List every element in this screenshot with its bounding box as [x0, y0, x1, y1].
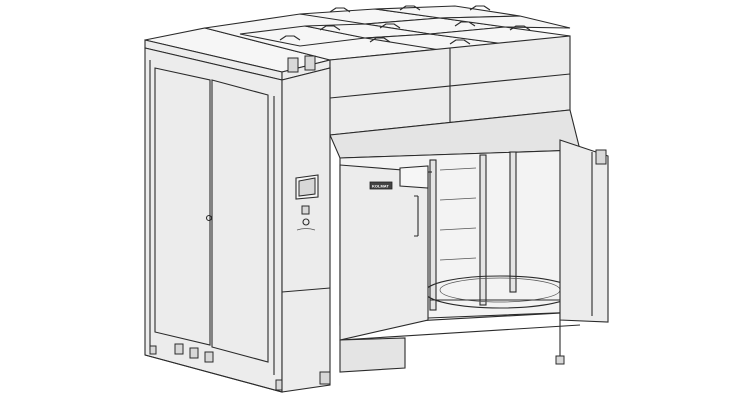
left-side-panel [144, 47, 283, 393]
open-door-left: KOLMAT [339, 164, 432, 341]
open-door-right [559, 139, 609, 323]
knob [302, 218, 310, 226]
brand-label [369, 181, 393, 190]
brand-label-text: KOLMAT [372, 184, 389, 189]
control-column [174, 67, 331, 393]
control-button [301, 205, 310, 215]
upper-housing [329, 35, 581, 159]
